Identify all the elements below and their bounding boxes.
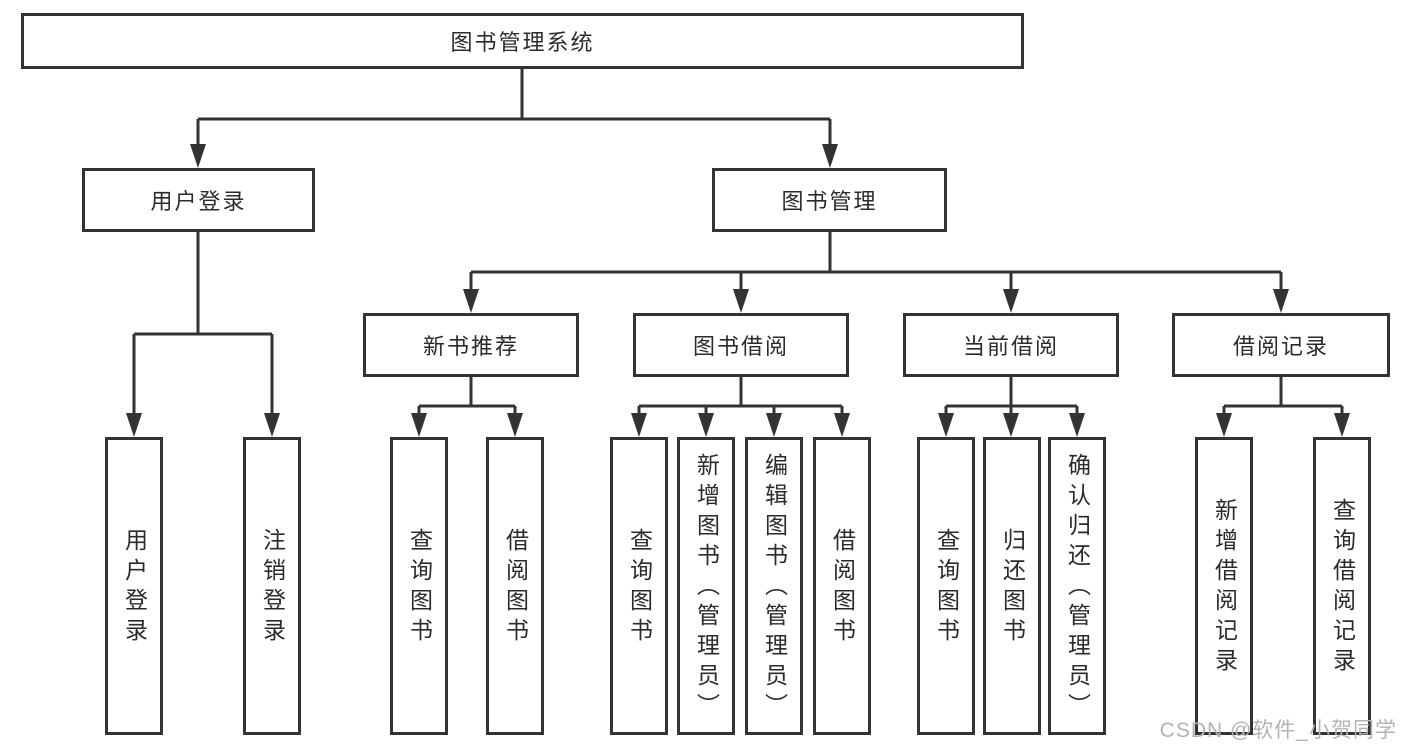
node-book-borrowing: 图书借阅	[633, 313, 849, 377]
leaf-add-book-admin: 新增图书（管理员）	[677, 437, 735, 735]
leaf-add-borrow-record: 新增借阅记录	[1195, 437, 1253, 735]
leaf-borrow-books-borrowing: 借阅图书	[813, 437, 871, 735]
leaf-edit-book-admin: 编辑图书（管理员）	[745, 437, 803, 735]
leaf-logout: 注销登录	[243, 437, 301, 735]
leaf-query-books-borrowing: 查询图书	[610, 437, 668, 735]
node-new-book-recommendation: 新书推荐	[363, 313, 579, 377]
node-current-borrowing: 当前借阅	[903, 313, 1119, 377]
node-book-management: 图书管理	[712, 168, 947, 232]
leaf-query-borrow-record: 查询借阅记录	[1313, 437, 1371, 735]
leaf-user-login: 用户登录	[105, 437, 163, 735]
leaf-confirm-return-admin: 确认归还（管理员）	[1048, 437, 1106, 735]
watermark: CSDN @软件_小贺同学	[1159, 719, 1397, 742]
node-library-management-system: 图书管理系统	[21, 13, 1024, 69]
leaf-query-books-current: 查询图书	[917, 437, 975, 735]
leaf-return-books: 归还图书	[983, 437, 1041, 735]
node-user-login: 用户登录	[82, 168, 315, 232]
node-borrowing-records: 借阅记录	[1172, 313, 1390, 377]
leaf-query-books-recommend: 查询图书	[390, 437, 448, 735]
leaf-borrow-books-recommend: 借阅图书	[486, 437, 544, 735]
